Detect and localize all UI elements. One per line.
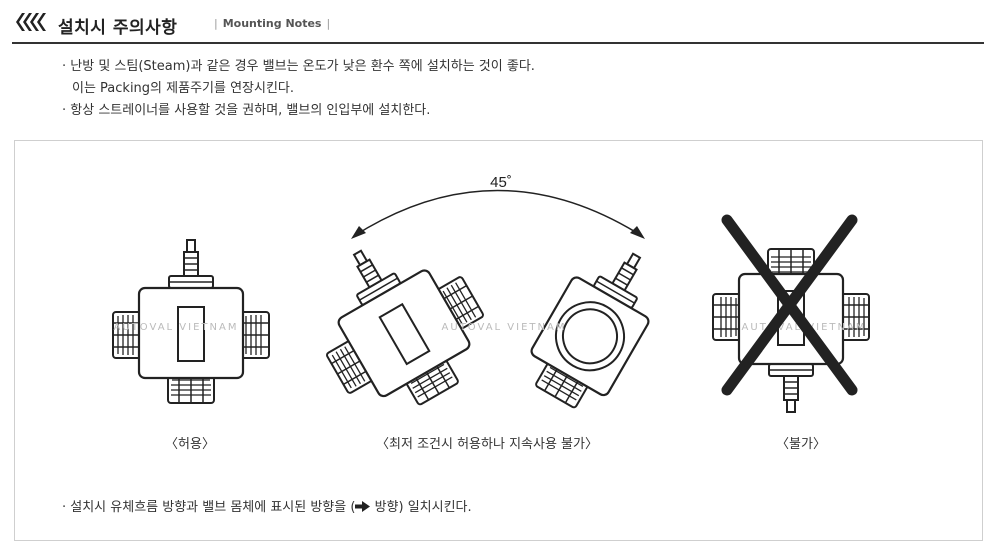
footnote-prefix: · 설치시 유체흐름 방향과 밸브 몸체에 표시된 방향을 ( [62,500,356,515]
caption-not-allowed: 〈불가〉 [776,437,826,452]
arc-arrowhead-right [630,226,645,239]
right-arrow-icon [355,501,371,512]
footnote-suffix: 방향) 일치시킨다. [370,500,472,515]
notes-list: · 난방 및 스팀(Steam)과 같은 경우 밸브는 온도가 낮은 환수 쪽에… [62,56,535,122]
section-header: 설치시 주의사항 |Mounting Notes| [0,10,984,44]
note-item: 이는 Packing의 제품주기를 연장시킨다. [72,81,295,96]
note-item: · 항상 스트레이너를 사용할 것을 권하며, 밸브의 인입부에 설치한다. [62,103,431,118]
watermark: AUTOVAL VIETNAM [114,322,239,333]
page-title: 설치시 주의사항 [58,18,178,38]
prohibited-x-icon [721,214,858,396]
figure-panel [14,140,983,541]
arc-arrowhead-left [351,226,366,239]
caption-allowed: 〈허용〉 [165,437,215,452]
footnote: · 설치시 유체흐름 방향과 밸브 몸체에 표시된 방향을 ( 방향) 일치시킨… [62,496,472,515]
page-subtitle: |Mounting Notes| [214,17,331,30]
mounting-diagram: 45˚ AUTOVAL VIETNAM AUTOVAL VIETNAM AUTO… [14,174,983,541]
note-item: · 난방 및 스팀(Steam)과 같은 경우 밸브는 온도가 낮은 환수 쪽에… [62,59,535,74]
caption-conditional: 〈최저 조건시 허용하나 지속사용 불가〉 [376,437,598,452]
watermark: AUTOVAL VIETNAM [442,322,567,333]
angle-arc [353,189,643,237]
header-rule [12,42,984,44]
double-chevron-left-icon [16,13,46,31]
angle-label: 45˚ [490,174,512,191]
